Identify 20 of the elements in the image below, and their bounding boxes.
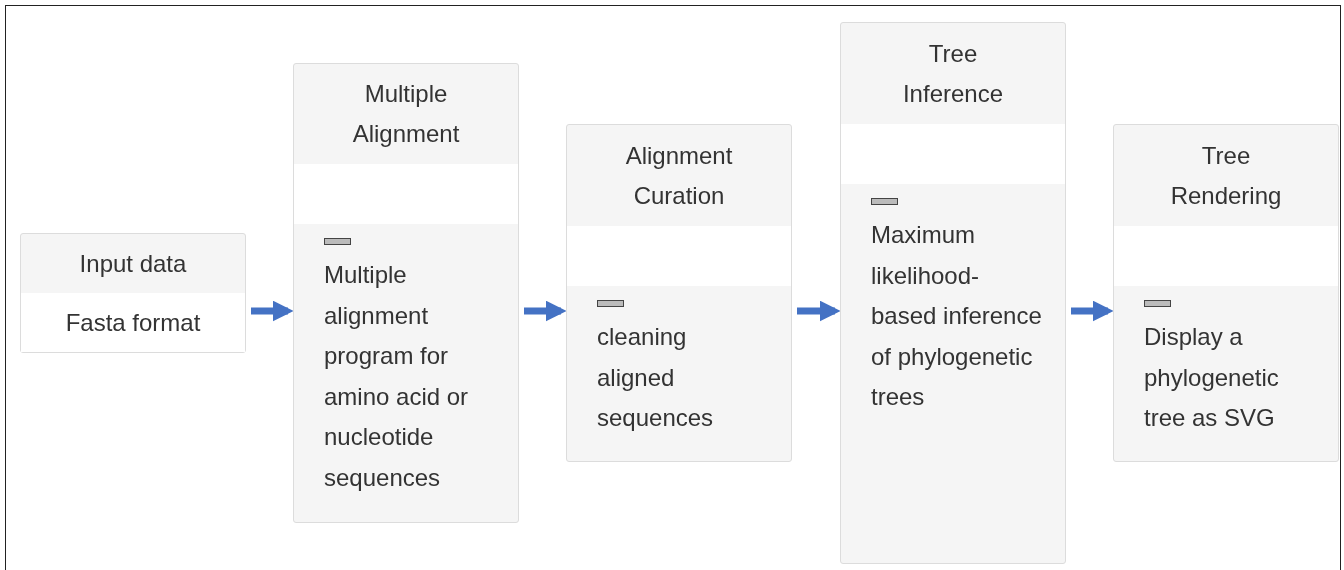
step-description: Multiple alignment program for amino acid or nucleotide sequences xyxy=(324,260,470,493)
card-title: Tree Rendering xyxy=(1169,140,1283,211)
card-title: Alignment Curation xyxy=(624,140,734,211)
tool-band xyxy=(1114,226,1338,286)
step-description: cleaning aligned sequences xyxy=(597,322,715,433)
tool-band xyxy=(21,293,245,352)
card-title: Multiple Alignment xyxy=(351,79,461,149)
step-description: Display a phylogenetic tree as SVG xyxy=(1144,322,1280,433)
step-card xyxy=(840,22,1066,564)
card-title: Tree Inference xyxy=(901,38,1005,109)
step-card xyxy=(566,124,792,462)
tool-band xyxy=(841,124,1065,184)
tool-band xyxy=(567,226,791,286)
step-card xyxy=(20,233,246,353)
step-description: Maximum likelihood-based inference of phylogenetic trees xyxy=(871,220,1043,412)
tool-band xyxy=(294,164,518,224)
card-title: Input data xyxy=(79,248,187,279)
format-label: Fasta format xyxy=(65,307,201,338)
step-card xyxy=(293,63,519,523)
step-card xyxy=(1113,124,1339,462)
